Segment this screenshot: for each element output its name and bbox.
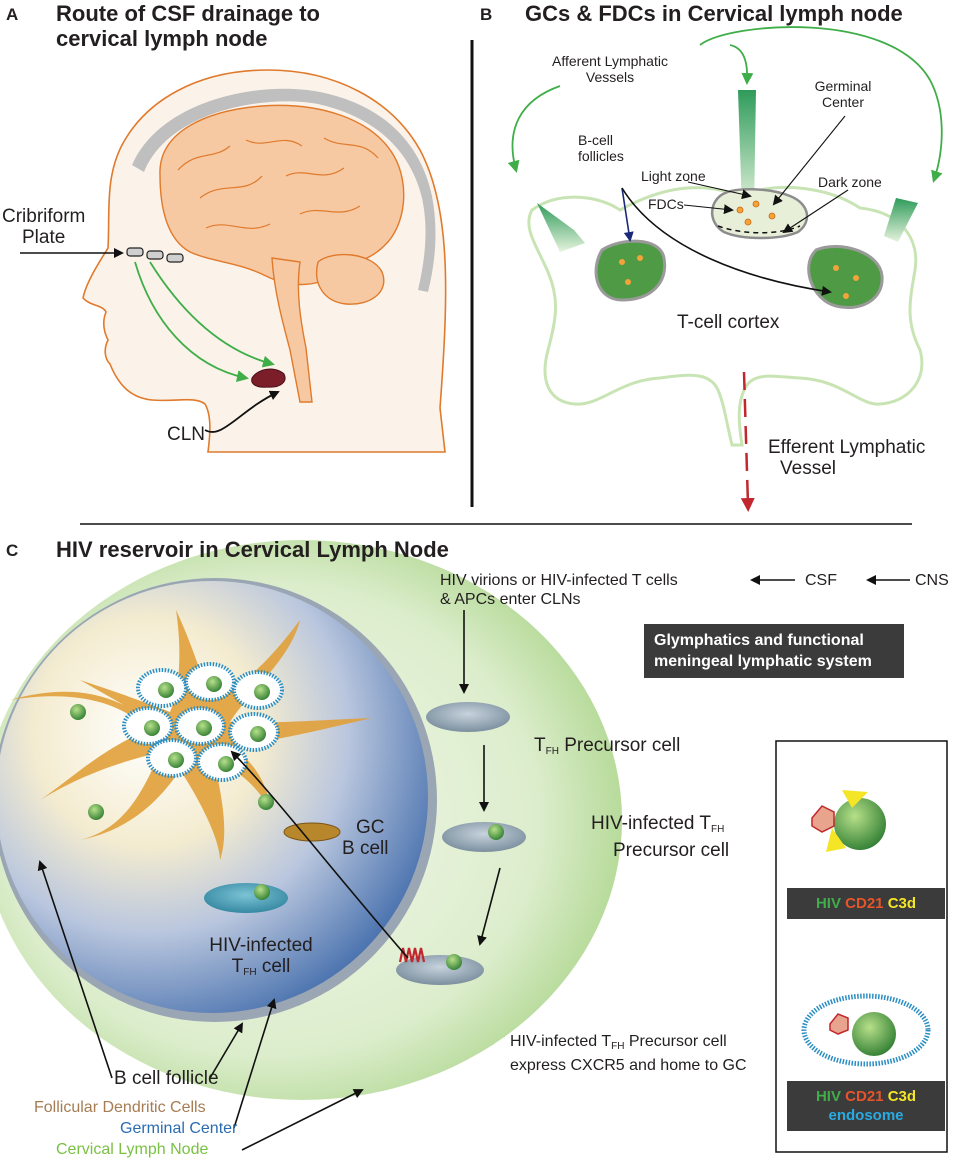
fdcs-label: FDCs [648,196,684,212]
fdc-stars [736,200,776,226]
csf-label: CSF [805,572,837,589]
entry-label: HIV virions or HIV-infected T cells & AP… [440,572,678,608]
cxcr5-label: HIV-infected TFH Precursor cell express … [510,1033,747,1074]
glymphatics-box: Glymphatics and functional meningeal lym… [644,624,904,678]
panel-a-letter: A [6,5,19,24]
panel-a-title: Route of CSF drainage to cervical lymph … [56,1,386,51]
cln-label: CLN [167,424,206,445]
hiv-infected-tfh-label: HIV-infected TFH cell [209,935,313,978]
afferent-vessel-top [738,90,756,210]
legend2-cd21: CD21 [845,1088,884,1105]
cxcr5-precursor-shape [396,955,484,985]
germinal-center [711,188,809,240]
gc-bcell-label: GC B cell [342,817,389,859]
panel-c-graphics [0,540,910,1151]
head-illustration [20,69,447,453]
panel-a-title-line1: Route of CSF drainage to [56,1,320,26]
legend2-hiv: HIV [815,1088,841,1105]
germinal-center-label-c: Germinal Center [120,1120,238,1137]
cribriform-plate [126,247,184,263]
legend-cd21: CD21 [845,895,884,912]
brain [159,104,405,286]
efferent-vessel-label: Efferent Lymphatic Vessel [768,437,926,479]
germinal-center-label-b: Germinal Center [814,78,872,110]
tfh-precursor-shape [426,702,510,732]
panel-c-title: HIV reservoir in Cervical Lymph Node [56,537,449,562]
tfh-precursor-label: TFH Precursor cell [534,735,681,757]
legend-endosome: endosome [828,1107,904,1124]
infected-precursor-label: HIV-infected TFH Precursor cell [591,813,730,861]
brainstem [271,257,313,403]
legend-c3d: C3d [887,895,917,912]
cervical-ln-label: Cervical Lymph Node [56,1141,209,1158]
cribriform-plate-label: Cribriform Plate [2,206,86,248]
lymph-node-diagram [507,26,943,512]
legend-tag-2: HIV CD21 C3d endosome [787,1081,945,1131]
afferent-vessels-label: Afferent Lymphatic Vessels [552,53,668,85]
legend-hiv: HIV [815,895,841,912]
fdc-label: Follicular Dendritic Cells [34,1099,206,1116]
cerebellum [316,253,385,305]
cln-node [251,368,286,388]
bcell-follicles-label: B-cell follicles [578,132,624,164]
gc-bcell-shape [283,822,341,842]
panel-c-letter: C [6,541,19,560]
afferent-vessel-right [884,198,918,242]
legend-tag-1: HIV CD21 C3d [787,888,945,919]
tcell-cortex-label: T-cell cortex [677,312,780,333]
bcell-follicle-left [594,239,667,302]
legend2-c3d: C3d [887,1088,917,1105]
cns-label: CNS [915,572,949,589]
light-zone-label: Light zone [641,168,706,184]
infected-precursor-shape [442,822,526,852]
panel-a-title-line2: cervical lymph node [56,26,268,51]
panel-b-title: GCs & FDCs in Cervical lymph node [525,1,903,26]
bcell-follicle-label: B cell follicle [114,1068,219,1089]
hiv-infected-tfh-shape [204,883,288,913]
dark-zone-label: Dark zone [818,174,882,190]
afferent-vessel-left [537,203,585,252]
panel-b-letter: B [480,5,493,24]
